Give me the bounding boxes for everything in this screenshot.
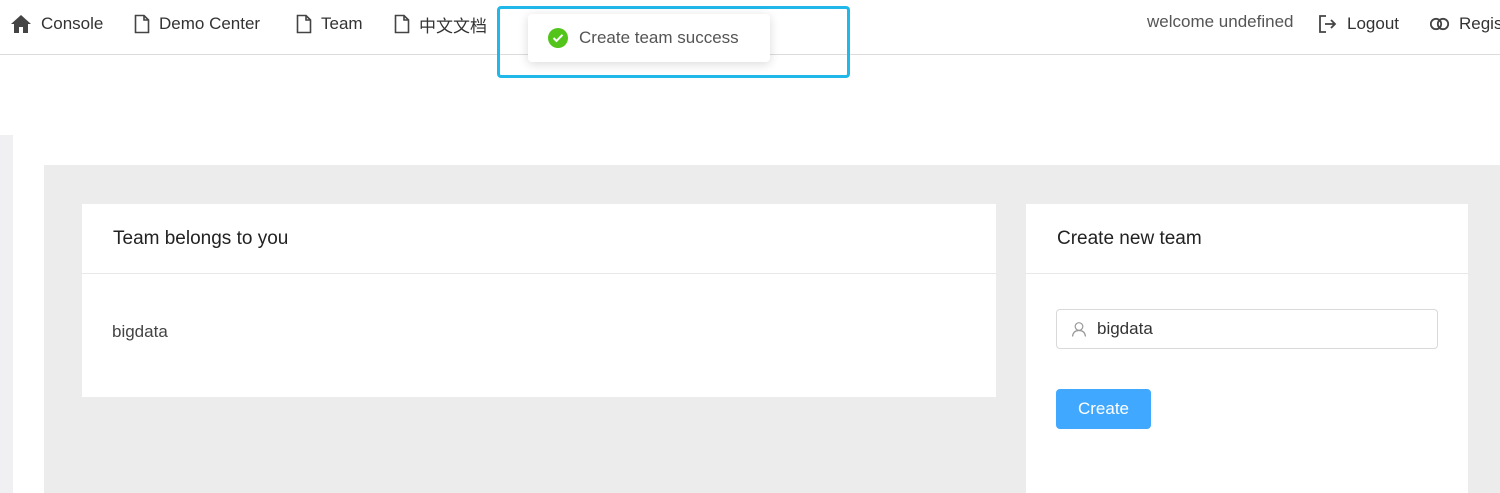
teams-card: Team belongs to you bigdata: [82, 204, 996, 397]
logout-link[interactable]: Logout: [1318, 12, 1399, 36]
check-circle-icon: [548, 28, 568, 48]
teams-card-title: Team belongs to you: [82, 204, 996, 274]
nav-item-label: 中文文档: [419, 16, 487, 36]
toast-highlight-box: [497, 6, 850, 78]
toast-message: Create team success: [579, 28, 739, 47]
logout-label: Logout: [1347, 14, 1399, 33]
file-icon: [394, 14, 410, 34]
logout-icon: [1319, 15, 1337, 33]
file-icon: [134, 14, 150, 34]
nav-item-demo-center[interactable]: Demo Center: [134, 12, 260, 36]
nav-item-team[interactable]: Team: [296, 12, 363, 36]
team-list-item[interactable]: bigdata: [112, 322, 168, 341]
team-name-field[interactable]: [1056, 309, 1438, 349]
create-button[interactable]: Create: [1056, 389, 1151, 429]
register-link[interactable]: Regis: [1430, 12, 1500, 36]
nav-item-label: Demo Center: [159, 14, 261, 33]
file-icon: [296, 14, 312, 34]
sidebar-edge: [0, 135, 13, 493]
team-name-input[interactable]: [1095, 318, 1419, 340]
register-label: Regis: [1459, 14, 1500, 33]
welcome-text: welcome undefined: [1147, 12, 1294, 31]
nav-item-console[interactable]: Console: [10, 12, 103, 36]
create-team-card: Create new team Create: [1026, 204, 1468, 493]
nav-item-chinese-docs[interactable]: 中文文档: [394, 12, 487, 36]
create-team-card-title: Create new team: [1026, 204, 1468, 274]
user-icon: [1071, 322, 1087, 337]
nav-item-label: Console: [41, 14, 104, 33]
success-toast: Create team success: [528, 14, 770, 62]
nav-item-label: Team: [321, 14, 363, 33]
register-icon: [1430, 17, 1450, 31]
home-icon: [11, 15, 31, 33]
